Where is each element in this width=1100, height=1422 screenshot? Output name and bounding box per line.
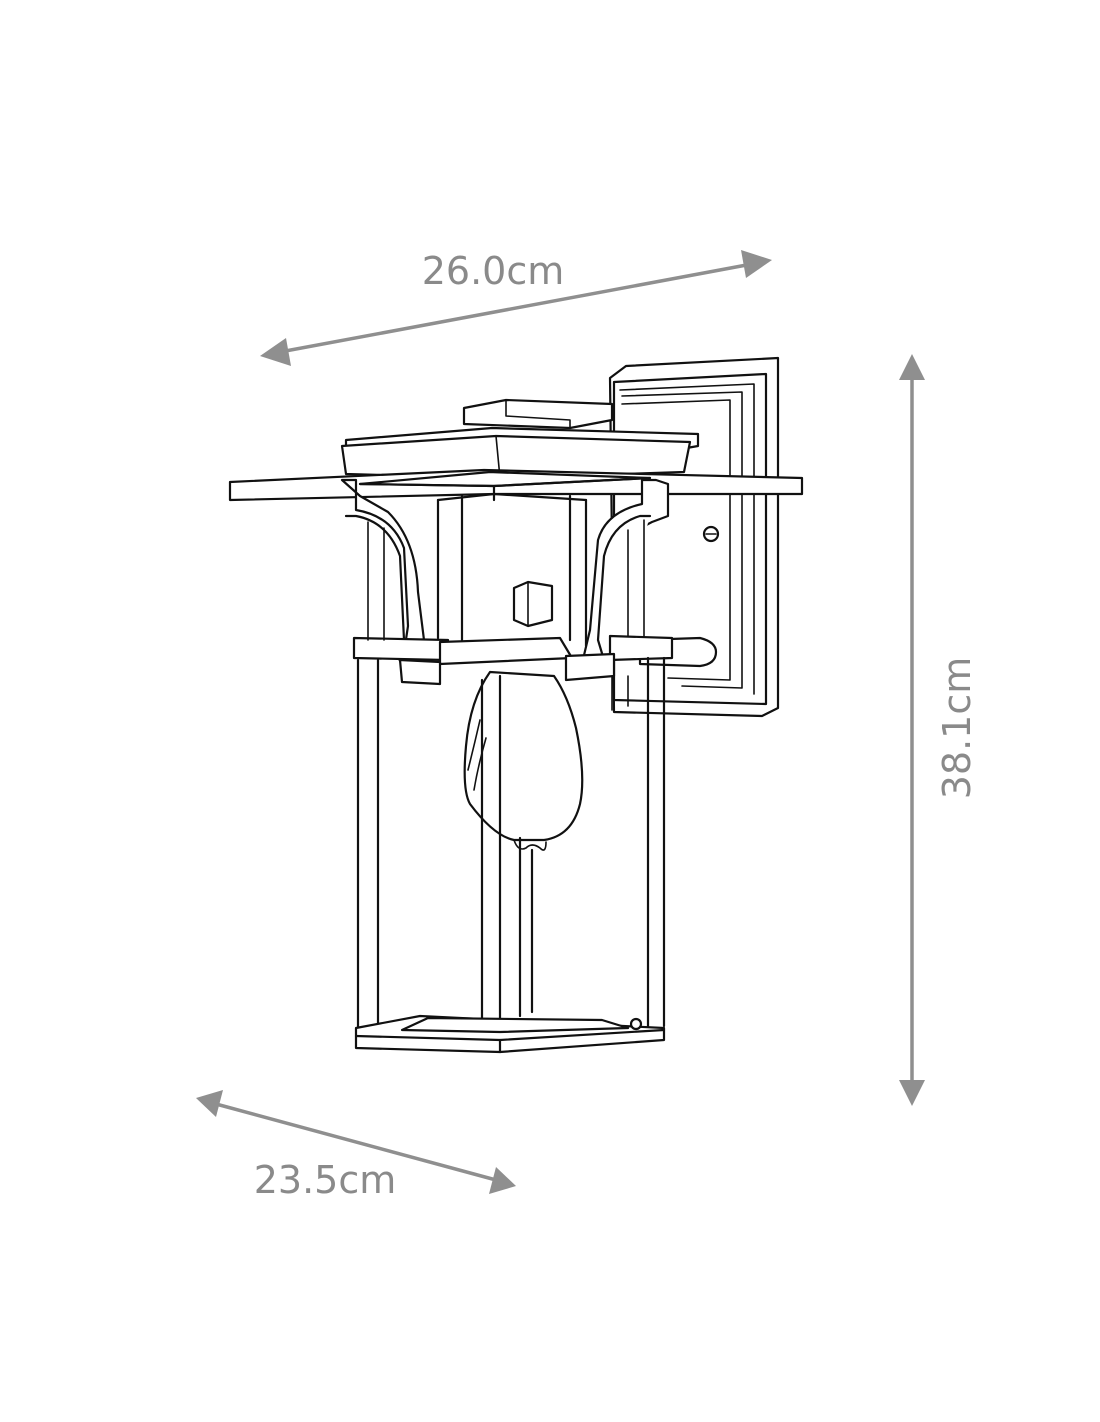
width-arrow-left-icon (260, 338, 291, 366)
bulb-socket (512, 580, 554, 628)
lantern-drawing (228, 356, 804, 1054)
depth-dimension-label: 23.5cm (254, 1158, 397, 1202)
lantern-top-cap (340, 398, 700, 480)
width-dimension-label: 26.0cm (422, 249, 565, 293)
width-dimension: 26.0cm (260, 249, 772, 366)
height-arrow-top-icon (899, 354, 925, 380)
width-arrow-right-icon (741, 250, 772, 278)
lantern-upper-frame (340, 478, 670, 678)
height-arrow-bottom-icon (899, 1080, 925, 1106)
lantern-base (354, 1014, 666, 1054)
depth-arrow-right-icon (489, 1167, 516, 1194)
lantern-crossbar (352, 634, 674, 686)
lantern-cage (356, 519, 666, 1042)
depth-arrow-left-icon (196, 1090, 223, 1117)
width-dimension-line (279, 262, 753, 354)
depth-dimension: 23.5cm (196, 1090, 516, 1202)
height-dimension-label: 38.1cm (935, 657, 979, 800)
height-dimension: 38.1cm (899, 354, 979, 1106)
depth-dimension-line (215, 1102, 497, 1182)
